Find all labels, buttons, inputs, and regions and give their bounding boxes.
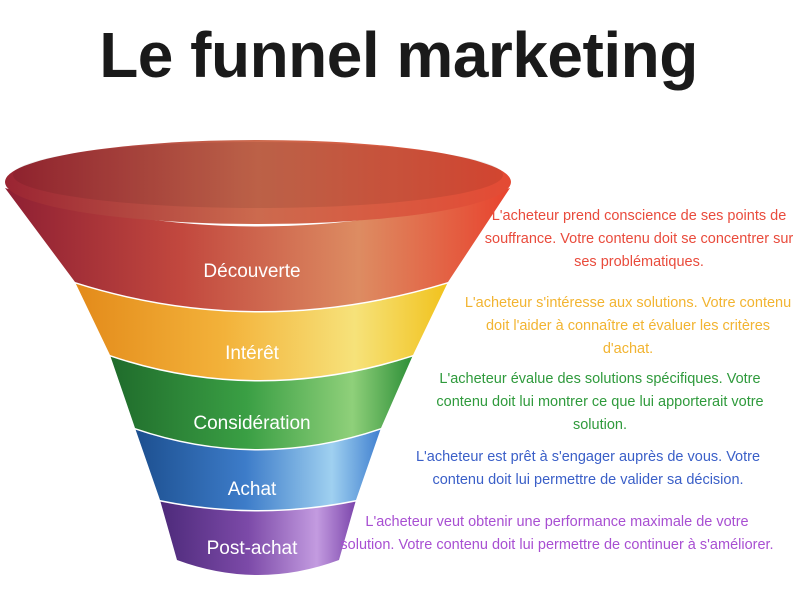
stage-label-achat: Achat [228, 479, 277, 500]
funnel-stage-post-achat [160, 500, 356, 575]
stage-label-interet: Intérêt [225, 343, 280, 364]
stage-description-decouverte: L'acheteur prend conscience de ses point… [484, 208, 794, 270]
funnel-top-rim-shadow [13, 142, 503, 208]
stage-description-achat: L'acheteur est prêt à s'engager auprès d… [415, 449, 761, 488]
funnel-stage-achat [135, 428, 381, 510]
stage-label-post-achat: Post-achat [207, 538, 299, 559]
funnel-stage-interet [75, 282, 448, 380]
stage-description-post-achat: L'acheteur veut obtenir une performance … [340, 514, 774, 553]
funnel-stage-consideration [110, 355, 413, 449]
stage-description-consideration: L'acheteur évalue des solutions spécifiq… [436, 371, 764, 433]
funnel-stage-decouverte [5, 188, 510, 311]
stage-label-consideration: Considération [193, 413, 310, 434]
page-title: Le funnel marketing [99, 19, 698, 91]
stage-label-decouverte: Découverte [203, 261, 300, 282]
stage-description-interet: L'acheteur s'intéresse aux solutions. Vo… [464, 295, 792, 357]
funnel-top-rim [5, 140, 511, 224]
